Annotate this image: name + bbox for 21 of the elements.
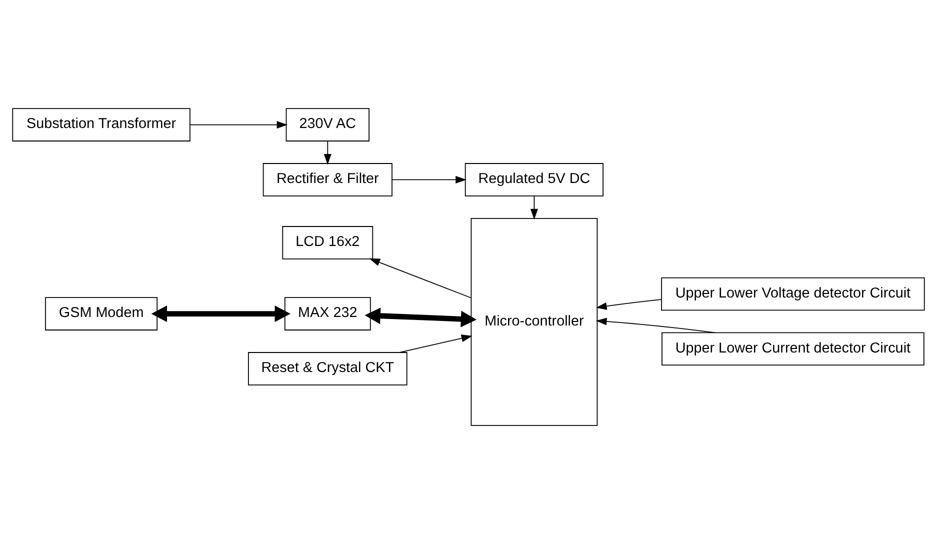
node-box: Substation Transformer [12,108,190,141]
arrow [596,298,662,310]
arrow [596,317,716,333]
node-box: GSM Modem [45,296,158,330]
arrow [324,140,332,164]
node-box: Micro-controller [470,217,598,426]
arrow [530,195,538,220]
node-box: Upper Lower Voltage detector Circuit [661,276,925,310]
node-box: Rectifier & Filter [262,162,392,196]
arrow [369,258,472,298]
node-box: Regulated 5V DC [464,162,604,196]
arrow [392,175,466,183]
arrow [364,307,477,327]
node-box: 230V AC [286,108,370,141]
arrow [399,334,472,352]
arrow [190,120,288,128]
node-box: Reset & Crystal CKT [248,352,408,385]
arrow [151,305,290,322]
node-box: Upper Lower Current detector Circuit [662,332,924,366]
node-box: MAX 232 [284,296,371,330]
node-box: LCD 16x2 [282,226,374,259]
